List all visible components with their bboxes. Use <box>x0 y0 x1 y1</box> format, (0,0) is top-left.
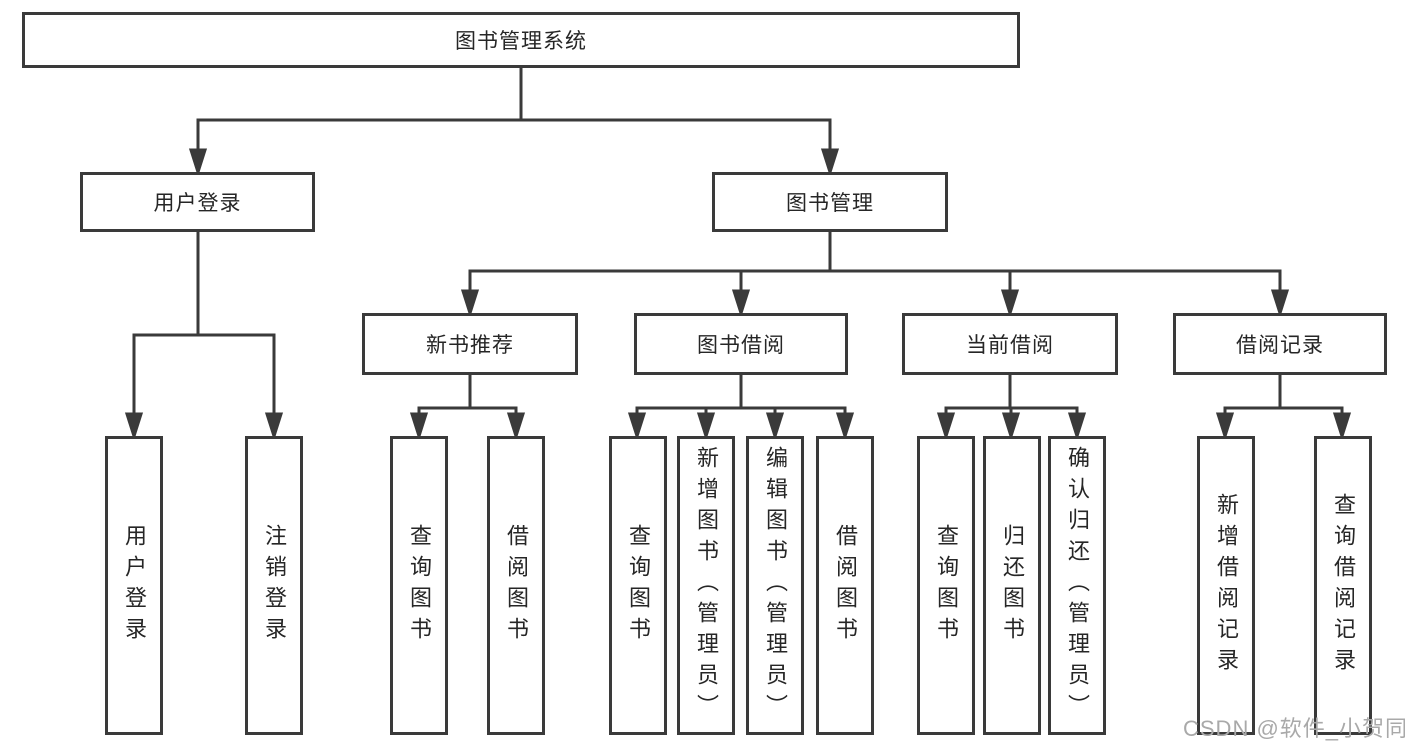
leaf-borrow-query-books-label: 查询图书 <box>626 523 651 648</box>
leaf-borrow-edit-books-admin-label: 编辑图书（管理员） <box>763 446 788 725</box>
leaf-user-login: 用户登录 <box>105 436 163 735</box>
leaf-recommend-query-books-label: 查询图书 <box>407 523 432 648</box>
node-new-book-recommend: 新书推荐 <box>362 313 578 375</box>
node-book-management: 图书管理 <box>712 172 948 232</box>
leaf-logout-label: 注销登录 <box>262 523 287 648</box>
csdn-watermark: CSDN @软件_小贺同学 <box>1183 716 1405 741</box>
leaf-borrow-add-books-admin: 新增图书（管理员） <box>677 436 735 735</box>
node-new-book-recommend-label: 新书推荐 <box>426 334 514 357</box>
leaf-current-query-books: 查询图书 <box>917 436 975 735</box>
node-book-borrow: 图书借阅 <box>634 313 848 375</box>
node-borrow-records-label: 借阅记录 <box>1236 334 1324 357</box>
node-borrow-records: 借阅记录 <box>1173 313 1387 375</box>
leaf-current-query-books-label: 查询图书 <box>934 523 959 648</box>
leaf-borrow-borrow-books: 借阅图书 <box>816 436 874 735</box>
leaf-logout: 注销登录 <box>245 436 303 735</box>
node-user-login: 用户登录 <box>80 172 315 232</box>
leaf-records-query-record: 查询借阅记录 <box>1314 436 1372 735</box>
leaf-current-confirm-return-admin: 确认归还（管理员） <box>1048 436 1106 735</box>
node-book-borrow-label: 图书借阅 <box>697 334 785 357</box>
leaf-records-add-record-label: 新增借阅记录 <box>1214 492 1239 679</box>
node-root-label: 图书管理系统 <box>455 30 587 53</box>
leaf-borrow-edit-books-admin: 编辑图书（管理员） <box>746 436 804 735</box>
leaf-current-return-books-label: 归还图书 <box>1000 523 1025 648</box>
leaf-recommend-query-books: 查询图书 <box>390 436 448 735</box>
leaf-borrow-add-books-admin-label: 新增图书（管理员） <box>694 446 719 725</box>
leaf-current-confirm-return-admin-label: 确认归还（管理员） <box>1065 446 1090 725</box>
leaf-recommend-borrow-books-label: 借阅图书 <box>504 523 529 648</box>
node-book-management-label: 图书管理 <box>786 192 874 215</box>
leaf-records-add-record: 新增借阅记录 <box>1197 436 1255 735</box>
node-current-borrow: 当前借阅 <box>902 313 1118 375</box>
leaf-borrow-query-books: 查询图书 <box>609 436 667 735</box>
node-user-login-label: 用户登录 <box>153 192 242 215</box>
leaf-borrow-borrow-books-label: 借阅图书 <box>833 523 858 648</box>
leaf-records-query-record-label: 查询借阅记录 <box>1331 492 1356 679</box>
leaf-user-login-label: 用户登录 <box>122 523 147 648</box>
node-current-borrow-label: 当前借阅 <box>966 334 1054 357</box>
node-root-system: 图书管理系统 <box>22 12 1020 68</box>
leaf-recommend-borrow-books: 借阅图书 <box>487 436 545 735</box>
leaf-current-return-books: 归还图书 <box>983 436 1041 735</box>
